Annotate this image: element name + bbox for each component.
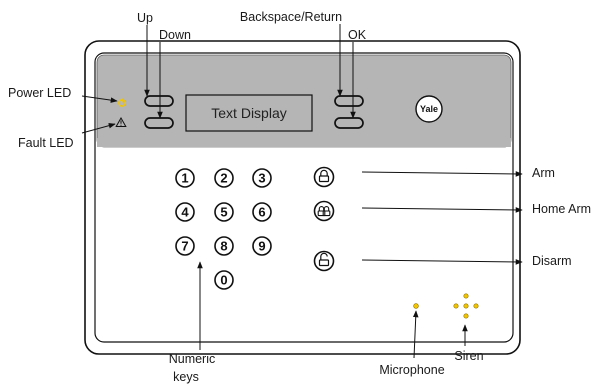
padlock-open-icon (318, 252, 330, 267)
key-8-button[interactable]: 8 (214, 236, 234, 256)
disarm-label: Disarm (532, 254, 572, 268)
key-2-button[interactable]: 2 (214, 168, 234, 188)
arm-label: Arm (532, 166, 555, 180)
key-4-button[interactable]: 4 (175, 202, 195, 222)
yale-logo-text: Yale (420, 104, 438, 114)
ok-label: OK (348, 28, 367, 42)
key-2-label: 2 (220, 171, 227, 186)
up-button[interactable] (144, 95, 174, 107)
up-label: Up (137, 11, 153, 25)
padlock-closed-icon (318, 169, 330, 183)
key-9-label: 9 (258, 239, 265, 254)
key-8-label: 8 (220, 239, 227, 254)
down-label: Down (159, 28, 191, 42)
warning-icon (115, 116, 127, 127)
key-5-button[interactable]: 5 (214, 202, 234, 222)
double-padlock-icon (317, 206, 331, 217)
key-7-button[interactable]: 7 (175, 236, 195, 256)
fault-led-label: Fault LED (18, 136, 74, 150)
key-7-label: 7 (181, 239, 188, 254)
arm-leader (361, 171, 523, 177)
power-led (118, 98, 126, 107)
home-arm-leader (361, 207, 523, 213)
disarm-leader (361, 259, 523, 265)
key-1-label: 1 (181, 171, 188, 186)
microphone-leader (412, 310, 419, 359)
numeric-keypad: 1 2 3 4 5 6 7 8 9 0 (175, 168, 272, 290)
key-6-button[interactable]: 6 (252, 202, 272, 222)
key-3-label: 3 (258, 171, 265, 186)
text-display-label: Text Display (211, 105, 286, 121)
home-arm-label: Home Arm (532, 202, 591, 216)
key-9-button[interactable]: 9 (252, 236, 272, 256)
yale-logo (415, 95, 443, 123)
top-panel-bottom-edge (97, 138, 511, 147)
siren-label: Siren (454, 349, 483, 363)
key-6-label: 6 (258, 205, 265, 220)
microphone-hole (413, 303, 419, 309)
text-display (185, 94, 313, 132)
key-5-label: 5 (220, 205, 227, 220)
key-4-label: 4 (181, 205, 189, 220)
fault-led-leader (81, 122, 116, 134)
arm-button[interactable] (313, 166, 335, 188)
backspace-label: Backspace/Return (240, 10, 342, 24)
power-led-label: Power LED (8, 86, 71, 100)
key-0-label: 0 (220, 273, 227, 288)
numeric-label-line1: Numeric (169, 352, 216, 366)
home-arm-button[interactable] (313, 200, 335, 222)
ok-button[interactable] (334, 117, 364, 129)
backspace-button[interactable] (334, 95, 364, 107)
microphone-label: Microphone (379, 363, 444, 377)
keypad-body (84, 40, 521, 355)
siren-grille (453, 293, 479, 319)
key-3-button[interactable]: 3 (252, 168, 272, 188)
disarm-button[interactable] (313, 250, 335, 272)
key-0-button[interactable]: 0 (214, 270, 234, 290)
power-led-leader (81, 95, 118, 103)
key-1-button[interactable]: 1 (175, 168, 195, 188)
numeric-label-line2: keys (173, 370, 199, 384)
